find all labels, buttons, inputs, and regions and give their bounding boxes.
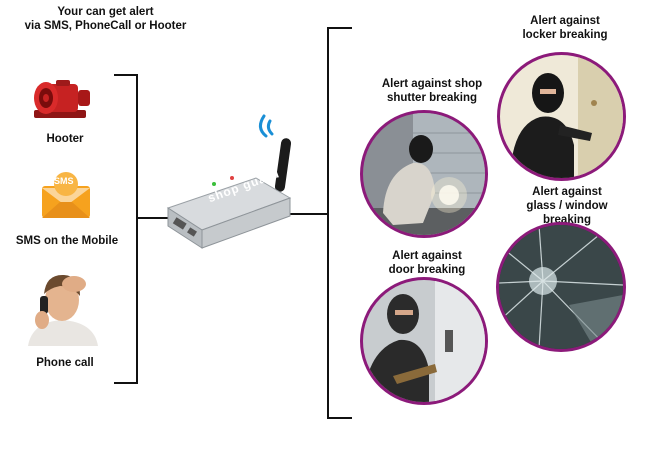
locker-alert-line-2: locker breaking [522, 29, 608, 41]
sms-envelope-icon: SMS [38, 170, 94, 222]
glass-alert-line-2: glass / window [526, 200, 608, 212]
intro-text: Your can get alert via SMS, PhoneCall or… [18, 5, 193, 33]
door-alert-label: Alert against door breaking [367, 249, 487, 277]
door-breaking-photo [360, 277, 488, 405]
glass-alert-line-1: Alert against [532, 186, 602, 198]
right-bracket [327, 27, 352, 419]
phone-call-label: Phone call [36, 357, 94, 369]
left-bracket [114, 74, 138, 384]
siren-icon [28, 72, 100, 122]
wireless-signal-icon [259, 114, 274, 138]
shutter-alert-line-2: shutter breaking [386, 92, 478, 104]
intro-line-1: Your can get alert [57, 6, 154, 18]
glass-alert-label: Alert against glass / window breaking [512, 185, 622, 227]
shutter-breaking-photo [360, 110, 488, 238]
locker-alert-label: Alert against locker breaking [505, 14, 625, 42]
door-alert-line-2: door breaking [388, 264, 466, 276]
shutter-alert-line-1: Alert against shop [381, 78, 483, 90]
person-on-phone-icon [22, 266, 104, 346]
locker-breaking-photo [497, 52, 626, 181]
sms-icon-text: SMS [54, 176, 74, 186]
shop-guard-device: shop guard [158, 108, 298, 258]
shutter-alert-label: Alert against shop shutter breaking [367, 77, 497, 105]
locker-alert-line-1: Alert against [530, 15, 600, 27]
glass-breaking-photo [496, 222, 626, 352]
hooter-label: Hooter [46, 133, 84, 145]
sms-label: SMS on the Mobile [15, 235, 119, 247]
door-alert-line-1: Alert against [392, 250, 462, 262]
intro-line-2: via SMS, PhoneCall or Hooter [24, 20, 187, 32]
